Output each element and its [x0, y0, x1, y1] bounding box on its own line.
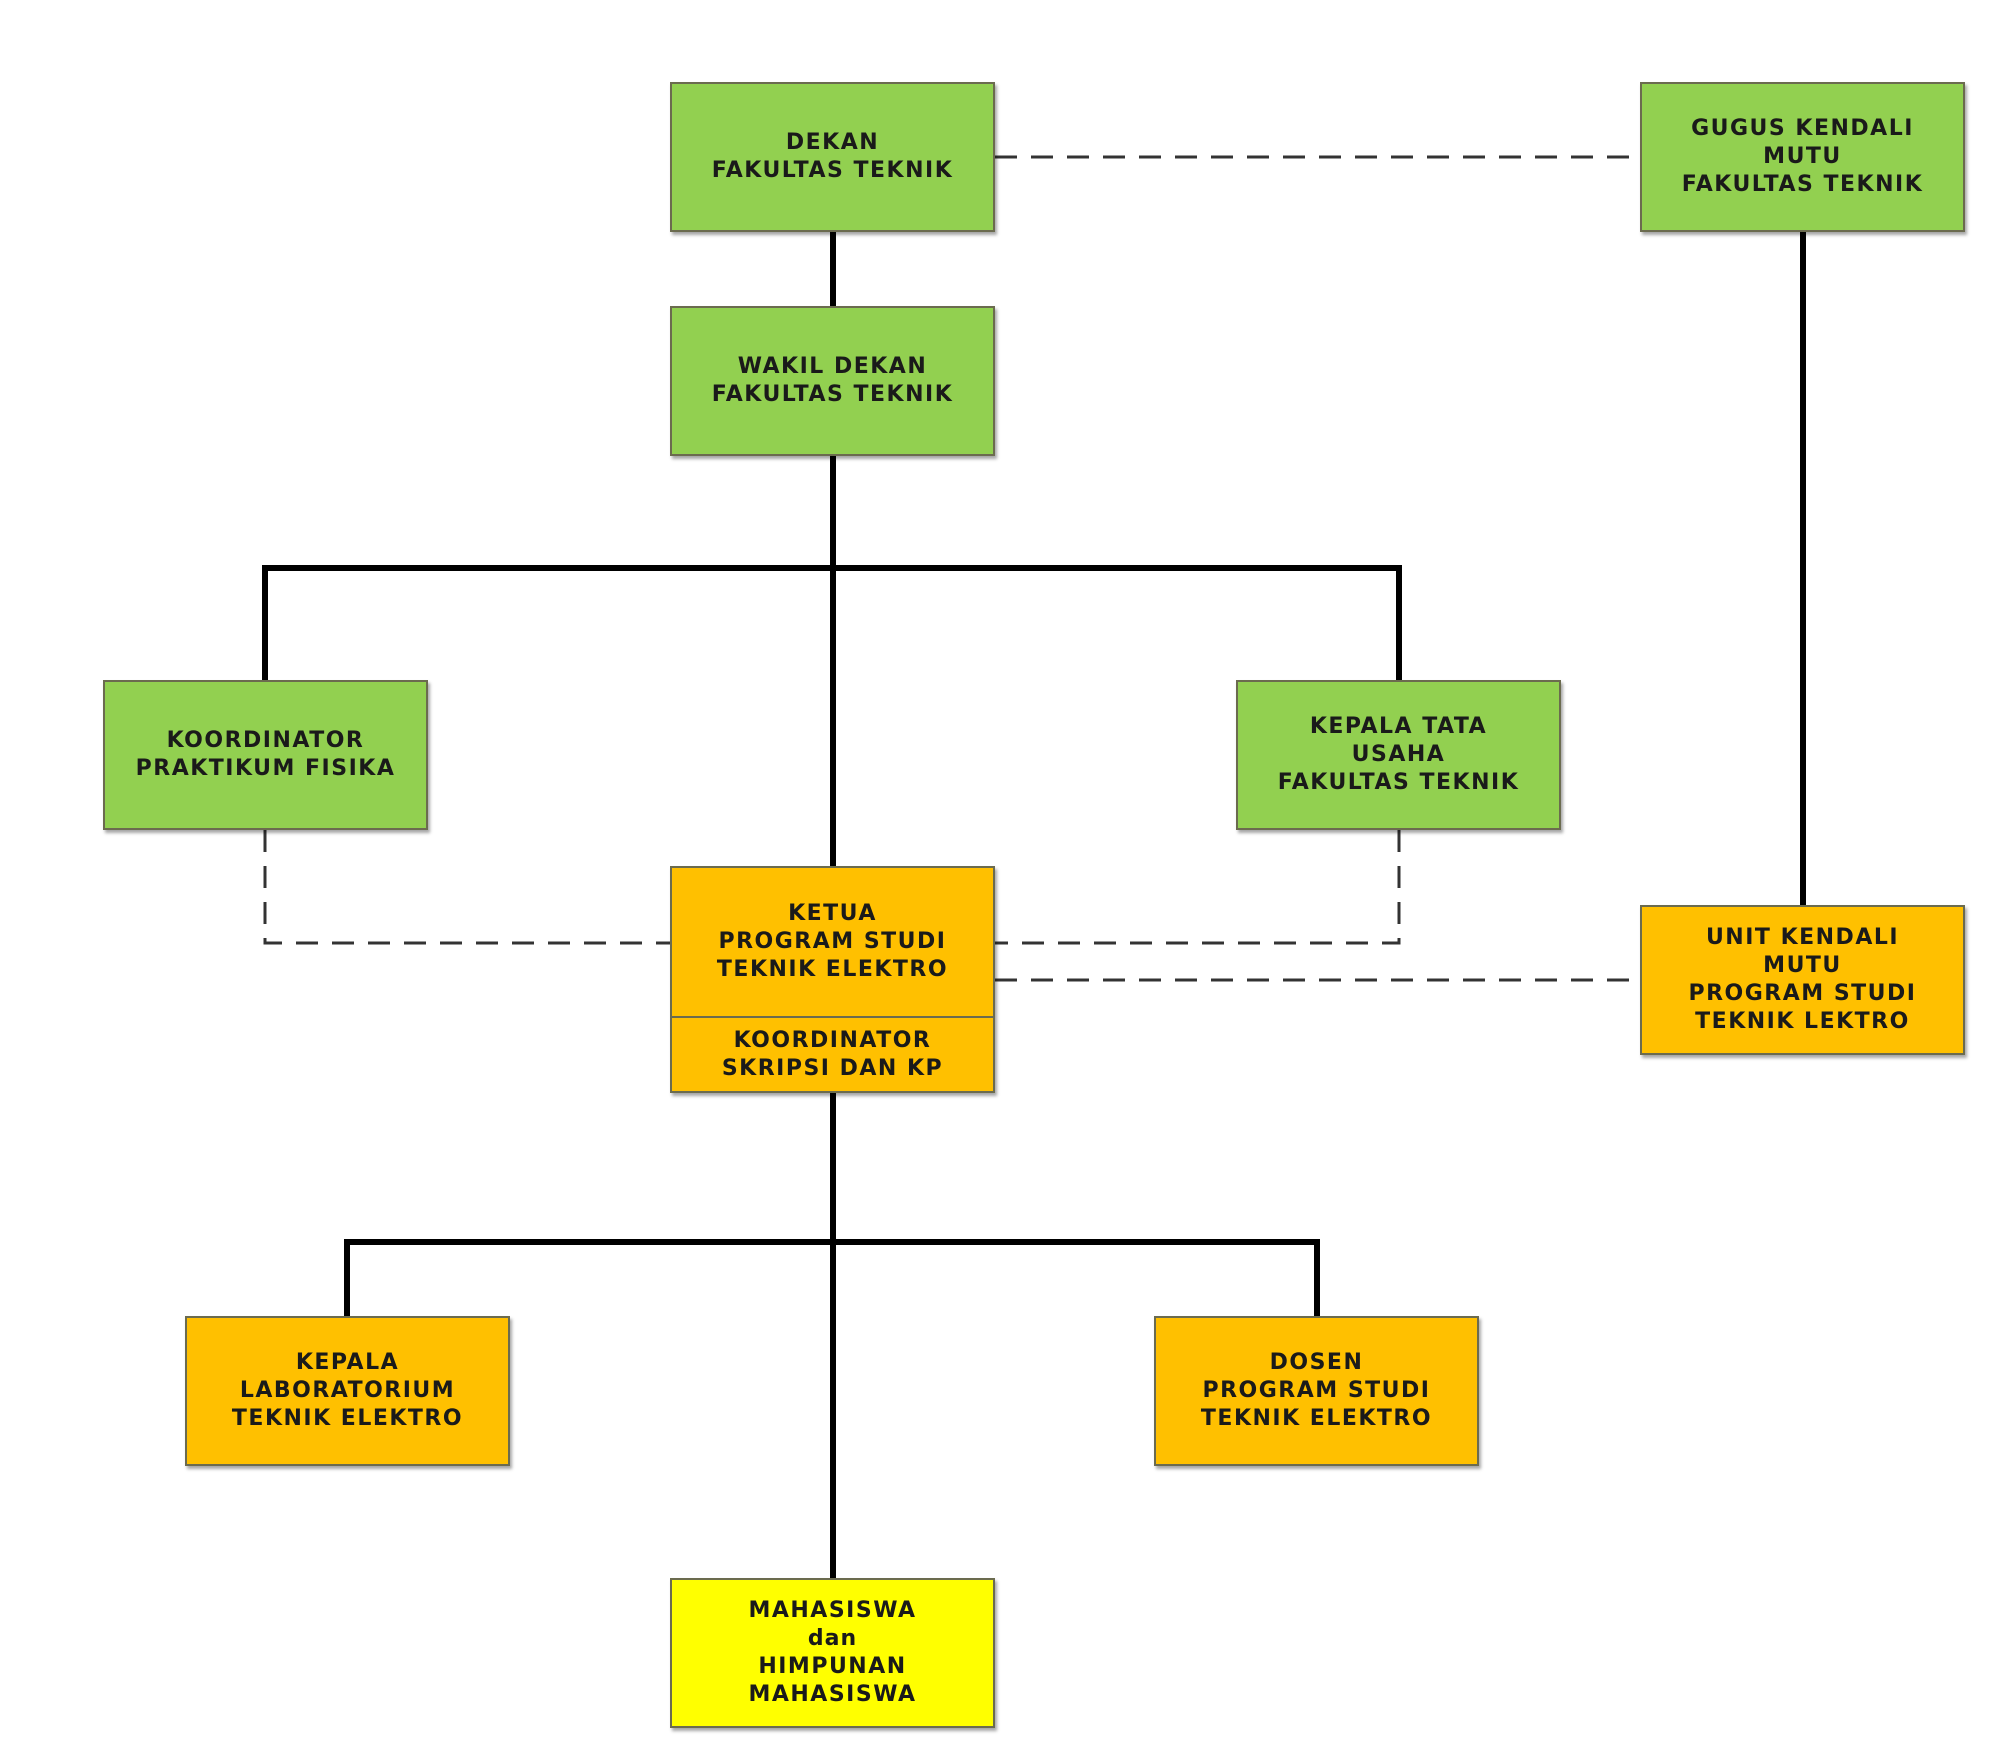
node-text: GUGUS KENDALI — [1691, 116, 1914, 141]
node-text: FAKULTAS TEKNIK — [1277, 770, 1520, 795]
node-text: KETUA — [788, 901, 877, 926]
node-text: DOSEN — [1269, 1350, 1364, 1375]
dash-tatausaha-ketua — [995, 830, 1401, 945]
node-wakil-dekan: WAKIL DEKAN FAKULTAS TEKNIK — [670, 306, 995, 456]
node-text: MAHASISWA — [748, 1682, 917, 1707]
node-dosen: DOSEN PROGRAM STUDI TEKNIK ELEKTRO — [1154, 1316, 1479, 1466]
node-koordinator-praktikum: KOORDINATOR PRAKTIKUM FISIKA — [103, 680, 428, 830]
line-branch-upper — [262, 565, 1402, 683]
node-text: SKRIPSI DAN KP — [721, 1055, 944, 1081]
node-dekan: DEKAN FAKULTAS TEKNIK — [670, 82, 995, 232]
node-text: PROGRAM STUDI — [1688, 981, 1917, 1006]
node-text: LABORATORIUM — [239, 1378, 456, 1403]
node-text: TEKNIK LEKTRO — [1695, 1009, 1910, 1034]
node-text: KOORDINATOR — [733, 1027, 932, 1053]
line-branch-lower — [344, 1239, 1320, 1319]
node-text: TEKNIK ELEKTRO — [231, 1406, 464, 1431]
node-text: FAKULTAS TEKNIK — [1681, 172, 1924, 197]
node-text: KEPALA — [295, 1350, 400, 1375]
node-text: DEKAN — [785, 130, 880, 155]
node-kepala-tata-usaha: KEPALA TATA USAHA FAKULTAS TEKNIK — [1236, 680, 1561, 830]
node-text: dan — [807, 1626, 858, 1651]
node-ketua-program-studi: KETUA PROGRAM STUDI TEKNIK ELEKTRO KOORD… — [670, 866, 995, 1093]
node-text: PROGRAM STUDI — [1202, 1378, 1431, 1403]
node-text: KEPALA TATA — [1309, 714, 1488, 739]
node-mahasiswa: MAHASISWA dan HIMPUNAN MAHASISWA — [670, 1578, 995, 1728]
node-unit-kendali-mutu: UNIT KENDALI MUTU PROGRAM STUDI TEKNIK L… — [1640, 905, 1965, 1055]
node-text: MUTU — [1763, 953, 1842, 978]
node-text: TEKNIK ELEKTRO — [716, 957, 949, 982]
node-gugus-kendali-mutu: GUGUS KENDALI MUTU FAKULTAS TEKNIK — [1640, 82, 1965, 232]
node-text: TEKNIK ELEKTRO — [1200, 1406, 1433, 1431]
node-text: PROGRAM STUDI — [718, 929, 947, 954]
node-text: MAHASISWA — [748, 1598, 917, 1623]
node-kepala-laboratorium: KEPALA LABORATORIUM TEKNIK ELEKTRO — [185, 1316, 510, 1466]
koordinator-skripsi-section: KOORDINATOR SKRIPSI DAN KP — [672, 1018, 993, 1091]
node-text: KOORDINATOR — [166, 728, 365, 753]
node-text: MUTU — [1763, 144, 1842, 169]
node-text: FAKULTAS TEKNIK — [711, 158, 954, 183]
node-text: USAHA — [1351, 742, 1446, 767]
ketua-main-section: KETUA PROGRAM STUDI TEKNIK ELEKTRO — [672, 868, 993, 1018]
dash-praktikum-ketua — [263, 830, 670, 945]
node-text: PRAKTIKUM FISIKA — [135, 756, 396, 781]
node-text: WAKIL DEKAN — [737, 354, 928, 379]
node-text: FAKULTAS TEKNIK — [711, 382, 954, 407]
node-text: UNIT KENDALI — [1705, 925, 1900, 950]
node-text: HIMPUNAN — [758, 1654, 907, 1679]
